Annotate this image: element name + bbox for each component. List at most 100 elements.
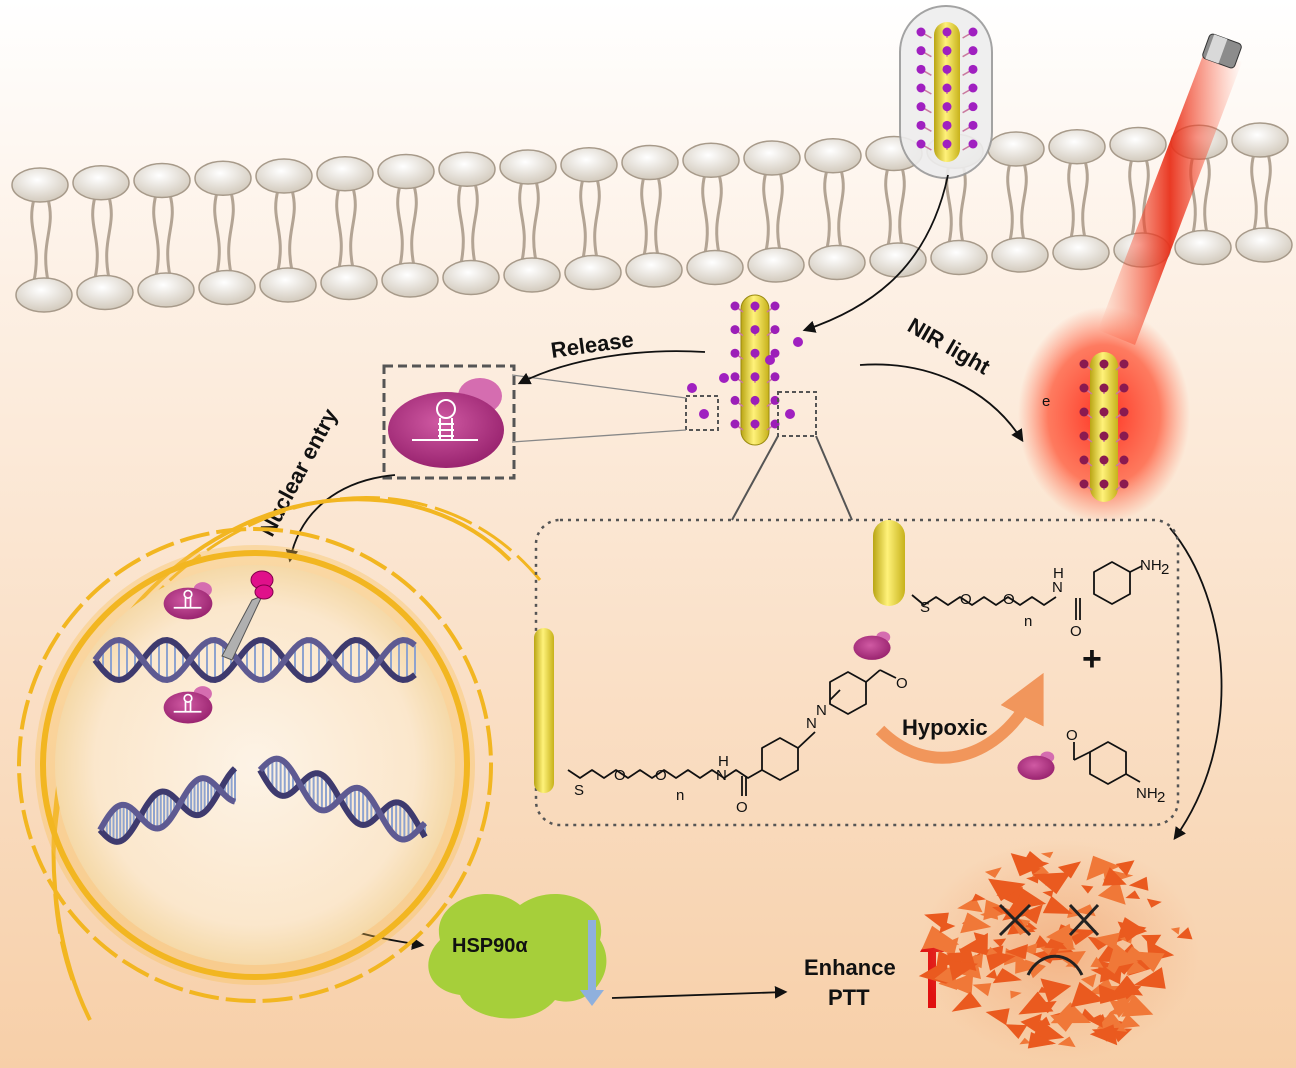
lipid-tail (349, 187, 357, 269)
ligand-dot (1099, 383, 1109, 393)
lipid-head (194, 160, 252, 196)
tumor-fragment (971, 893, 987, 902)
ligand-dot (1079, 479, 1089, 489)
ligand-dot (750, 325, 760, 335)
aptamer-small (853, 631, 891, 660)
ligand-dot (1079, 455, 1089, 465)
ligand-dot (1119, 431, 1129, 441)
free-ligand-dot (719, 373, 729, 383)
lipid-tail (288, 189, 296, 272)
lipid-head (991, 237, 1049, 273)
lipid-tail (579, 178, 587, 259)
tumor-fragment (988, 878, 1026, 902)
tumor-fragment (1176, 927, 1193, 940)
membrane-nanorod (687, 294, 803, 446)
ligand-dot (750, 348, 760, 358)
lipid-tail (518, 180, 526, 262)
hsp90-protein: HSP90α (428, 893, 607, 1019)
lipid-head (1174, 229, 1232, 266)
aptamer-small (163, 686, 213, 724)
tumor-fragment (1086, 855, 1121, 881)
ligand-dot (730, 348, 740, 358)
tumor-fragment (985, 969, 998, 980)
ligand-dot (916, 120, 926, 130)
atom-N: N (716, 767, 727, 784)
tumor-fragment (960, 932, 988, 956)
lipid-tail (837, 169, 845, 249)
ligand-dot (942, 46, 952, 56)
tumor-fragment (1014, 888, 1047, 910)
lipid-tail (227, 191, 235, 274)
tumor-fragment (972, 983, 992, 997)
lipid-tail (701, 173, 709, 254)
lipid-tail (1264, 153, 1272, 232)
zoom-box-aptamer (685, 395, 719, 431)
ligand-dot (770, 348, 780, 358)
dna-strand (257, 755, 428, 843)
ligand-dot (916, 139, 926, 149)
arrow-to-tumor (1169, 527, 1223, 841)
tumor-fragment (1032, 864, 1049, 877)
ligand-dot (730, 419, 740, 429)
hypoxic-arrow (875, 672, 1044, 764)
tumor-fragment (934, 967, 954, 985)
ligand-dot (730, 372, 740, 382)
tumor-fragment (1046, 923, 1074, 948)
lipid-head (987, 131, 1045, 167)
atom-H: H (718, 753, 729, 770)
lipid-head (442, 259, 500, 296)
tumor-fragment (1090, 956, 1104, 968)
lipid-head (682, 142, 740, 178)
lipid-head (198, 269, 256, 306)
lipid-tail (654, 176, 662, 257)
lipid-head (316, 156, 374, 192)
lipid-tail (1006, 162, 1014, 242)
arrow-internalize (802, 174, 949, 333)
tumor-fragment (1057, 1036, 1076, 1048)
tumor-fragment (1070, 981, 1105, 1008)
atom-O: O (1003, 591, 1015, 608)
ligand-dot (1099, 455, 1109, 465)
lipid-head (1109, 126, 1167, 163)
lipid-tail (776, 171, 784, 252)
tumor-fragment (1032, 872, 1071, 895)
tumor-fragment (1027, 1032, 1057, 1049)
tumor-fragment (1121, 994, 1154, 1017)
ligand-dot (968, 139, 978, 149)
subscript-n: n (1024, 613, 1032, 630)
lipid-tail (884, 167, 892, 247)
dead-eye (998, 903, 1032, 937)
label-enhance: Enhance (804, 955, 896, 980)
ligand-dot (730, 395, 740, 405)
lipid-tail (532, 180, 540, 262)
atom-O: O (614, 767, 626, 784)
tumor-fragment (986, 946, 998, 956)
lipid-tail (152, 194, 160, 277)
lipid-tail (274, 189, 282, 272)
arrow-to-ptt (611, 986, 788, 999)
lipid-tail (898, 167, 906, 247)
tumor-fragment (1118, 1013, 1141, 1029)
destroyed-tumor (918, 840, 1200, 1060)
label-hsp90: HSP90α (452, 935, 528, 957)
aptamer-small (1017, 751, 1055, 780)
lipid-head (1235, 227, 1293, 263)
lipid-head (1048, 129, 1106, 165)
ligand-dot (770, 301, 780, 311)
tumor-fragment (1133, 967, 1166, 989)
tumor-fragment (1112, 975, 1143, 996)
lipid-head (747, 247, 805, 283)
dna-strand (97, 766, 238, 845)
tumor-fragment (1019, 1037, 1031, 1045)
atom-O: O (655, 767, 667, 784)
lipid-head (621, 144, 679, 181)
tumor-fragment (948, 960, 979, 981)
ligand-dot (1079, 407, 1089, 417)
lipid-tail (640, 176, 648, 257)
lipid-tail (396, 185, 404, 267)
lipid-head (72, 165, 130, 201)
lipid-head (560, 147, 618, 183)
tumor-fragment (1020, 919, 1031, 928)
lipid-head (15, 277, 73, 313)
